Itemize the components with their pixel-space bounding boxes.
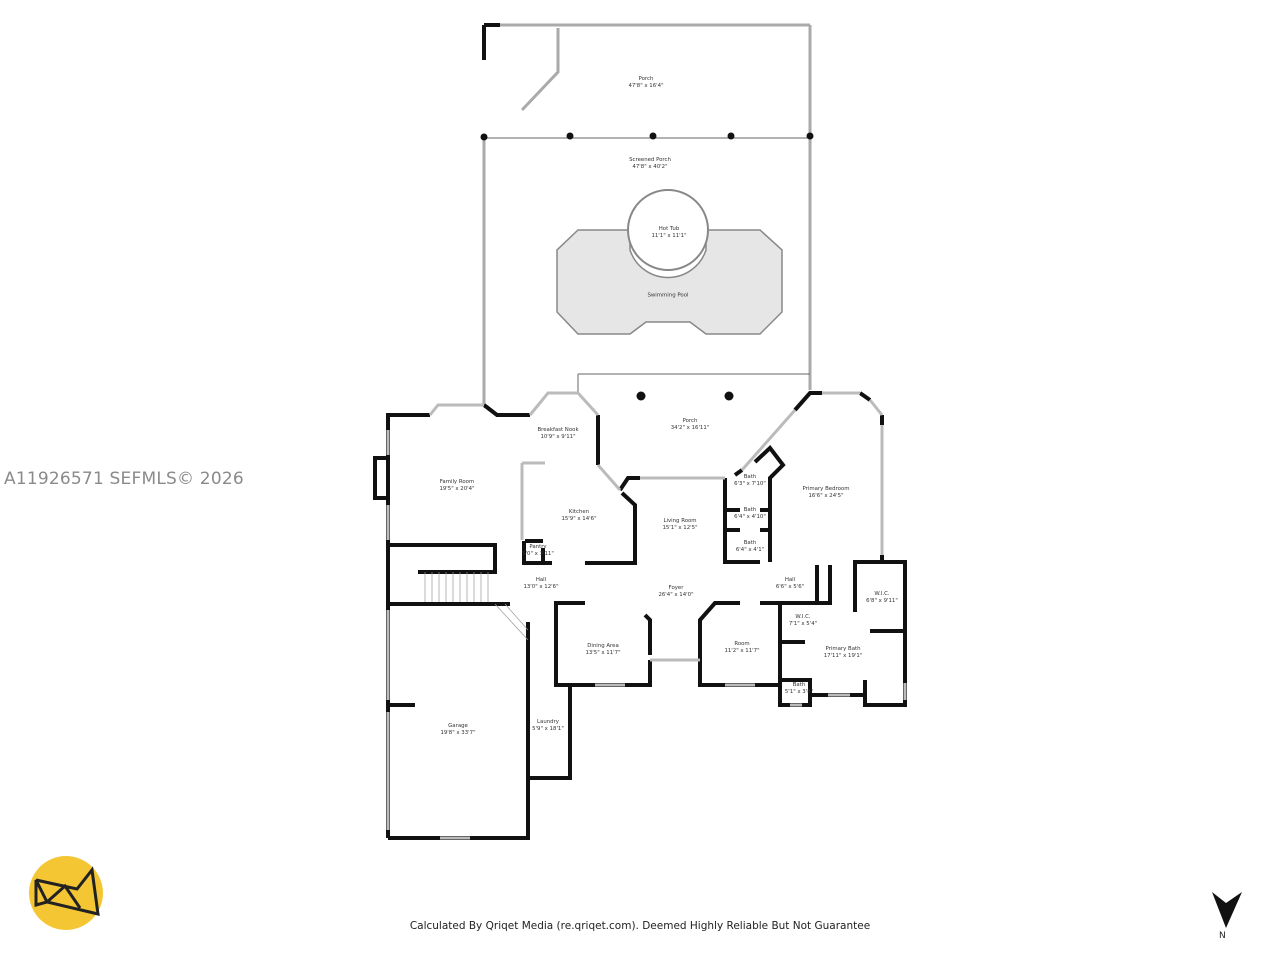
- swimming-pool: [556, 229, 783, 335]
- mls-watermark: A11926571 SEFMLS© 2026: [4, 469, 244, 489]
- room-label-swimming-pool: Swimming Pool: [647, 292, 689, 299]
- porch-columns: [480, 132, 814, 401]
- disclaimer-footer: Calculated By Qriqet Media (re.qriqet.co…: [409, 920, 871, 932]
- stairs: [424, 572, 529, 641]
- room-label-wic-1: W.I.C.6'8" x 9'11": [866, 591, 898, 604]
- north-label: N: [1219, 931, 1226, 941]
- qriqet-logo: [29, 856, 103, 930]
- hot-tub: [627, 189, 709, 271]
- room-label-wic-2: W.I.C.7'1" x 5'4": [788, 614, 818, 627]
- windows: [386, 391, 907, 840]
- screened-porch-walls: [482, 23, 812, 405]
- porch-walls: [482, 23, 500, 60]
- north-arrow-icon: [1212, 892, 1242, 928]
- house-walls: [373, 391, 907, 840]
